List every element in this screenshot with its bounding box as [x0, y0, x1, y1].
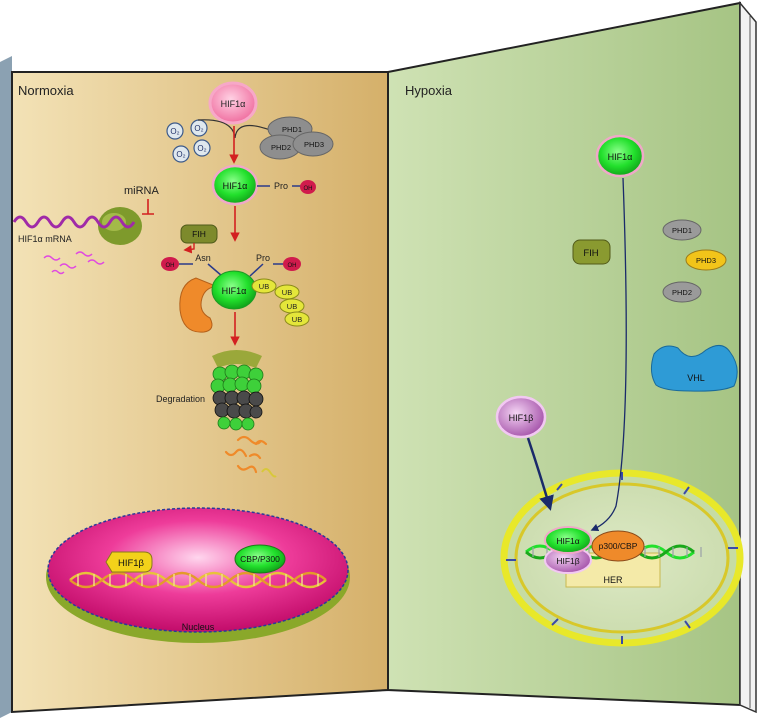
fih-hypoxia-node [572, 239, 611, 265]
proteasome [210, 350, 264, 431]
dna-helix-normoxia [69, 571, 327, 589]
ub-node [274, 284, 300, 300]
pro2-link [249, 263, 264, 277]
fih-node [180, 224, 218, 244]
o2-molecule [193, 139, 211, 157]
phd2-hypoxia-label: PHD2 [672, 288, 692, 297]
phd3-label: PHD3 [304, 140, 324, 149]
hif1b-hypoxia-node [495, 395, 547, 439]
left-spine [0, 56, 12, 718]
o2-label: O₂ [170, 127, 179, 136]
asn-label: Asn [195, 253, 211, 263]
fih-label: FIH [192, 229, 206, 239]
cbp-p300-label: CBP/P300 [240, 554, 280, 564]
oh-left-label: OH [166, 263, 175, 269]
oh-node [300, 180, 316, 194]
hif1a-mrna-label: HIF1α mRNA [18, 234, 72, 244]
phd2-label: PHD2 [271, 143, 291, 152]
pro2-label: Pro [256, 253, 270, 263]
peptide-fragments [224, 435, 268, 474]
mirna-label: miRNA [124, 185, 159, 197]
mirna-inhibit [142, 199, 154, 215]
vhl-hypoxia-node [650, 345, 738, 392]
o2-label: O₂ [194, 124, 203, 133]
degradation-label: Degradation [156, 394, 205, 404]
peptide-fragment-yellow [261, 468, 277, 478]
oh-label: OH [304, 186, 313, 192]
hif1a-top-node [208, 81, 258, 125]
pro-label: Pro [274, 181, 288, 191]
asn-link [207, 263, 223, 277]
mrna-fragments [43, 251, 105, 275]
hif1a-top-label: HIF1α [221, 99, 246, 109]
complex-hif1a-label: HIF1α [556, 536, 579, 546]
fih-arrow [183, 243, 195, 254]
oh-right-node [283, 257, 301, 271]
hif1b-hypoxia-label: HIF1β [509, 413, 534, 423]
hypoxia-title: Hypoxia [405, 83, 453, 98]
phd3-hypoxia-label: PHD3 [696, 256, 716, 265]
complex-hif1b-label: HIF1β [556, 556, 579, 566]
oh-right-label: OH [288, 263, 297, 269]
hif1a-hypoxia-label: HIF1α [608, 152, 633, 162]
ubiquitin-chain: UB UB UB UB [251, 278, 310, 327]
arrow-hif1a-to-nucleus [590, 177, 627, 532]
her-label: HER [603, 575, 623, 585]
o2-label: O₂ [176, 150, 185, 159]
hif1a-hypoxia-node [595, 134, 645, 178]
ub-label: UB [292, 315, 302, 324]
hif1b-normoxia-node [105, 551, 153, 573]
o2-molecule [166, 122, 184, 140]
phd1-label: PHD1 [282, 125, 302, 134]
phd3-hypoxia-node [685, 249, 727, 271]
complex-hif1a-node [544, 526, 592, 554]
ub-label: UB [259, 282, 269, 291]
vhl-normoxia [179, 277, 219, 333]
phd3-node [292, 131, 334, 157]
ub-node [284, 311, 310, 327]
hif1a-mid-label: HIF1α [223, 181, 248, 191]
hif1a-mid-node [211, 164, 259, 206]
vhl-hypoxia-label: VHL [687, 373, 705, 383]
p300cbp-node [591, 530, 645, 562]
nucleus-label: Nucleus [182, 622, 215, 632]
ub-label: UB [282, 288, 292, 297]
o2-label: O₂ [197, 144, 206, 153]
nuclear-pores [506, 472, 738, 644]
ub-node [251, 278, 277, 294]
phd1-hypoxia-label: PHD1 [672, 226, 692, 235]
hif1a-vhl-label: HIF1α [222, 286, 247, 296]
phd-merge-curve [197, 119, 271, 139]
right-page-edge [739, 0, 757, 714]
fih-hypoxia-label: FIH [583, 248, 598, 259]
phd1-hypoxia-node [662, 219, 702, 241]
p300cbp-label: p300/CBP [599, 541, 638, 551]
o2-molecules: O₂ O₂ O₂ O₂ [166, 119, 211, 163]
hif1b-normoxia-label: HIF1β [118, 558, 145, 569]
o2-molecule [172, 145, 190, 163]
normoxia-title: Normoxia [18, 83, 74, 98]
oh-left-node [161, 257, 179, 271]
ub-label: UB [287, 302, 297, 311]
cbp-p300-node [234, 544, 286, 574]
nucleus [47, 507, 349, 633]
hif1a-mrna-strand [12, 215, 136, 229]
arrow-hif1b-to-nucleus [526, 437, 554, 511]
phd2-hypoxia-node [662, 281, 702, 303]
